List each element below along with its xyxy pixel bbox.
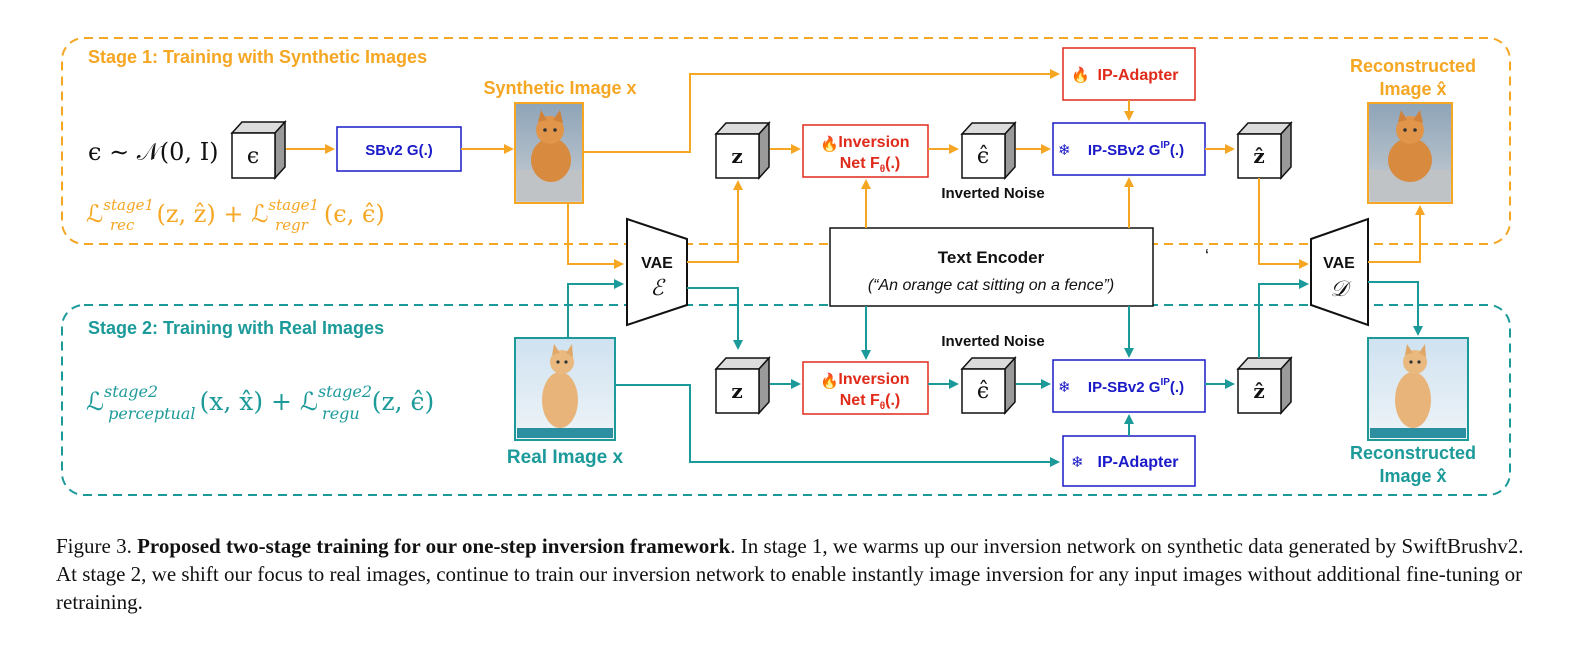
- svg-text:ℰ: ℰ: [650, 276, 666, 301]
- ip-sbv2-stage2-label: IP-SBv2 GIP(.): [1088, 377, 1184, 396]
- stage1-region: [61, 37, 1511, 245]
- inverted-noise-cube-stage1: ϵ̂: [960, 121, 1017, 180]
- generator-label: SBv2 G(.): [365, 142, 433, 159]
- fire-icon: 🔥: [820, 135, 839, 153]
- ip-sbv2-stage1: [1052, 122, 1206, 176]
- noise-cube: ϵ: [230, 120, 287, 180]
- synthetic-image-label: Synthetic Image x: [483, 78, 636, 98]
- reconstructed-stage2-line2: Image x̂: [1379, 466, 1446, 486]
- vae-decoder: VAE 𝒟: [1310, 217, 1369, 327]
- svg-text:z: z: [731, 144, 742, 168]
- snowflake-icon: ❄: [1058, 379, 1071, 396]
- svg-text:VAE: VAE: [641, 255, 673, 272]
- vae-encoder: VAE ℰ: [626, 217, 688, 327]
- stage1-title: Stage 1: Training with Synthetic Images: [88, 47, 427, 67]
- stage2-title: Stage 2: Training with Real Images: [88, 318, 384, 338]
- svg-text:ϵ: ϵ: [247, 144, 259, 169]
- text-encoder-prompt: (“An orange cat sitting on a fence”): [868, 277, 1114, 294]
- reconstructed-image-stage1: [1367, 102, 1453, 204]
- reconstructed-stage2-line1: Reconstructed: [1350, 443, 1476, 463]
- ip-adapter-stage1: [1062, 47, 1196, 101]
- generator-box: [336, 126, 462, 172]
- synthetic-image: [514, 102, 584, 204]
- inversion-net-stage1-line1: Inversion: [838, 134, 909, 151]
- reconstructed-image-stage2: [1367, 337, 1469, 441]
- inversion-net-stage2: [802, 361, 929, 415]
- svg-text:ϵ̂: ϵ̂: [977, 144, 989, 169]
- inversion-net-stage1: [802, 124, 929, 178]
- ip-sbv2-stage1-label: IP-SBv2 GIP(.): [1088, 140, 1184, 159]
- inverted-noise-label-stage2: Inverted Noise: [941, 333, 1044, 350]
- reconstructed-stage1-line1: Reconstructed: [1350, 56, 1476, 76]
- reconstructed-stage1-line2: Image x̂: [1379, 79, 1446, 99]
- svg-text:ϵ̂: ϵ̂: [977, 379, 989, 404]
- ip-adapter-stage2-label: IP-Adapter: [1098, 454, 1179, 471]
- text-encoder-title: Text Encoder: [938, 248, 1045, 267]
- noise-formula: ϵ ∼ 𝒩(0, I): [88, 138, 219, 166]
- snowflake-icon: ❄: [1071, 454, 1084, 471]
- caption-bold: Proposed two-stage training for our one-…: [137, 534, 731, 558]
- inversion-net-stage2-line2: Net Fθ(.): [840, 392, 901, 412]
- fire-icon: 🔥: [1071, 66, 1090, 84]
- text-encoder: [829, 227, 1154, 307]
- ip-adapter-stage1-label: IP-Adapter: [1098, 67, 1179, 84]
- real-image: [514, 337, 616, 441]
- two-stage-training-diagram: Stage 1: Training with Synthetic Images …: [61, 37, 1511, 496]
- ip-adapter-stage2: [1062, 435, 1196, 487]
- fire-icon: 🔥: [820, 372, 839, 390]
- svg-text:VAE: VAE: [1323, 255, 1355, 272]
- zhat-cube-stage1: ẑ: [1236, 121, 1293, 180]
- figure-caption: Figure 3. Proposed two-stage training fo…: [56, 532, 1536, 616]
- inversion-net-stage1-line2: Net Fθ(.): [840, 155, 901, 175]
- svg-text:ẑ: ẑ: [1253, 144, 1264, 168]
- ip-sbv2-stage2: [1052, 359, 1206, 413]
- stray-mark: ‘: [1205, 246, 1209, 266]
- svg-text:z: z: [731, 379, 742, 403]
- svg-text:𝒟: 𝒟: [1330, 277, 1352, 302]
- latent-cube-stage2: z: [714, 356, 771, 415]
- inverted-noise-cube-stage2: ϵ̂: [960, 356, 1017, 415]
- snowflake-icon: ❄: [1058, 142, 1071, 159]
- inversion-net-stage2-line1: Inversion: [838, 371, 909, 388]
- latent-cube-stage1: z: [714, 121, 771, 180]
- svg-text:ẑ: ẑ: [1253, 379, 1264, 403]
- inverted-noise-label-stage1: Inverted Noise: [941, 185, 1044, 202]
- real-image-label: Real Image x: [507, 447, 624, 468]
- caption-text: . In stage 1, we warms up our inversion …: [56, 534, 1524, 614]
- caption-label: Figure 3.: [56, 534, 132, 558]
- zhat-cube-stage2: ẑ: [1236, 356, 1293, 415]
